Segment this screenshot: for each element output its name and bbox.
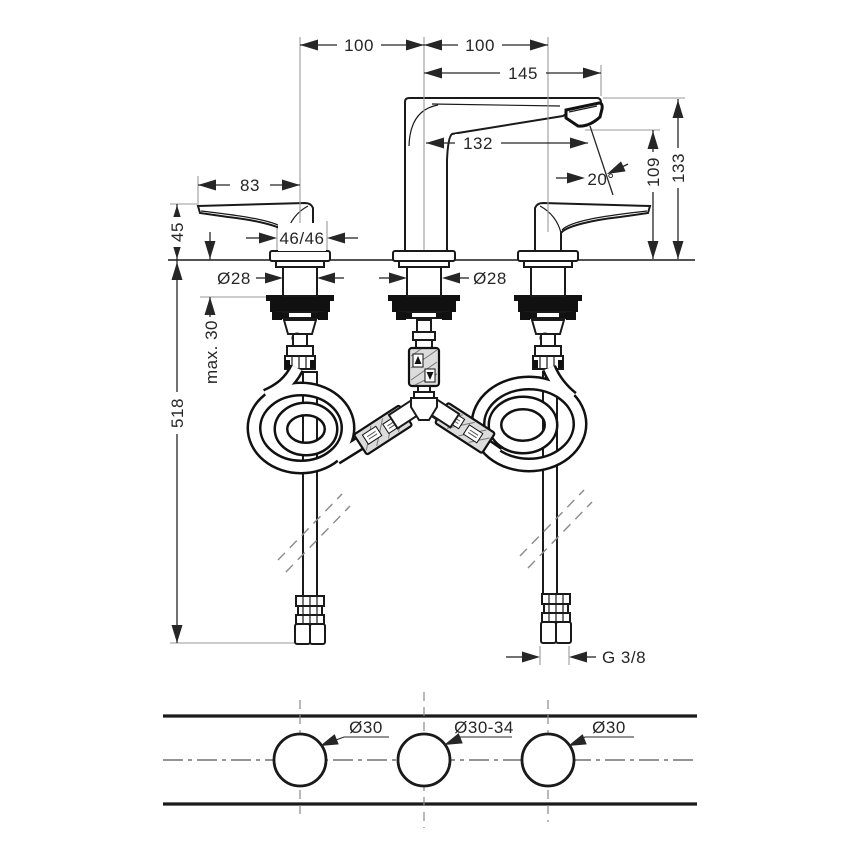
pipe-break-symbols (277, 489, 593, 573)
dimension-labels: 100 100 145 132 20° 83 45 109 133 46 (167, 36, 688, 667)
y-junction (387, 397, 461, 430)
hole-right (520, 732, 576, 788)
plan-label-hole-left: Ø30 (349, 718, 383, 737)
right-hose-coupling (541, 593, 571, 623)
right-valve-assembly (514, 295, 582, 370)
dimensions: 100 100 145 132 20° 83 45 109 133 46 (167, 36, 688, 667)
dim-label-handle-reach: 83 (240, 176, 260, 195)
inline-check-valve (407, 346, 441, 388)
hole-center (396, 732, 452, 788)
left-connection-nut (294, 623, 326, 645)
spout (392, 97, 604, 297)
dim-label-outlet-height: 109 (644, 157, 663, 187)
dim-label-escutcheon-size: 46/46 (279, 229, 324, 248)
plan-label-hole-center: Ø30-34 (454, 718, 514, 737)
left-hose-coupling (295, 595, 325, 625)
dim-label-shank-dia-left: Ø28 (217, 269, 251, 288)
dim-label-spacing-left: 100 (344, 36, 374, 55)
dim-label-thread-size: G 3/8 (602, 648, 646, 667)
dim-label-spout-reach: 132 (463, 134, 493, 153)
right-handle (517, 201, 652, 297)
dim-label-shank-dia-center: Ø28 (473, 269, 507, 288)
dim-label-handle-height: 45 (168, 222, 187, 242)
plan-label-hole-right: Ø30 (592, 718, 626, 737)
dim-label-spout-angle: 20° (587, 170, 614, 189)
dim-label-spacing-right: 100 (465, 36, 495, 55)
dim-label-supply-length: 518 (168, 398, 187, 428)
mounting-plan-view: Ø30 Ø30-34 Ø30 (163, 692, 697, 828)
spout-nozzle (564, 101, 604, 128)
dim-label-overall-reach: 145 (508, 64, 538, 83)
dim-label-spout-height: 133 (669, 153, 688, 183)
plan-leaders (327, 736, 634, 744)
dim-label-counter-thickness: max. 30 (202, 320, 221, 384)
left-valve-assembly (266, 295, 334, 370)
hole-left (272, 732, 328, 788)
fixtures (196, 97, 652, 297)
right-connection-nut (540, 621, 572, 644)
center-shank-assembly (388, 295, 460, 401)
